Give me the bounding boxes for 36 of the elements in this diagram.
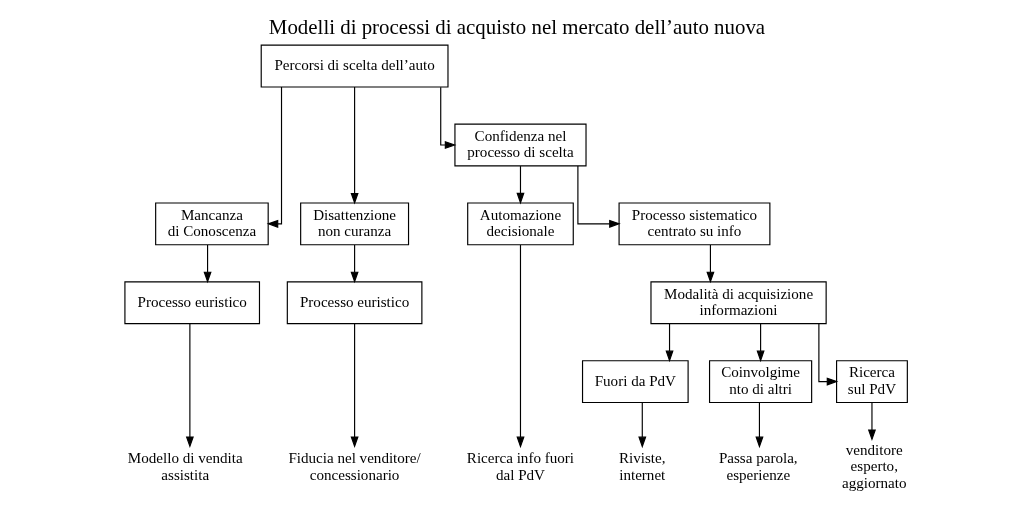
arrow	[706, 244, 715, 284]
arrow	[440, 86, 457, 150]
node-box: Processo euristico	[124, 281, 261, 325]
arrow	[266, 86, 283, 228]
node-text: Riviste, internet	[619, 450, 666, 483]
node-box: Percorsi di scelta dell’auto	[260, 44, 449, 88]
arrow	[867, 402, 877, 442]
diagram-title: Modelli di processi di acquisto nel mercato dell’auto nuova	[268, 15, 766, 40]
node-text: Modello di vendita assistita	[127, 450, 243, 483]
node-text: Fiducia nel venditore/ concessionario	[288, 450, 421, 483]
arrow	[516, 244, 525, 449]
node-text: Ricerca info fuori dal PdV	[466, 450, 575, 483]
node-box: Processo sistematico centrato su info	[618, 202, 771, 246]
arrow	[516, 165, 525, 205]
node-box: Fuori da PdV	[581, 360, 689, 404]
node-box: Mancanza di Conoscenza	[155, 202, 269, 246]
arrow	[756, 323, 765, 363]
arrow	[665, 323, 674, 363]
arrow	[350, 244, 359, 284]
node-box: Confidenza nel processo di scelta	[454, 123, 587, 167]
node-text: venditore esperto, aggiornato	[842, 442, 907, 491]
node-text: Passa parola, esperienze	[718, 450, 798, 483]
arrow	[638, 402, 647, 449]
arrow	[185, 323, 194, 449]
arrow	[350, 86, 359, 205]
arrow	[577, 165, 621, 228]
node-box: Ricerca sul PdV	[836, 360, 908, 404]
node-box: Disattenzione non curanza	[300, 202, 410, 246]
node-box: Automazione decisionale	[467, 202, 574, 246]
arrow	[203, 244, 212, 284]
node-box: Processo euristico	[286, 281, 423, 325]
arrow	[350, 323, 359, 449]
node-box: Coinvolgime nto di altri	[708, 360, 813, 404]
arrow	[755, 402, 764, 449]
node-box: Modalità di acquisizione informazioni	[650, 281, 827, 325]
arrow	[818, 323, 839, 386]
